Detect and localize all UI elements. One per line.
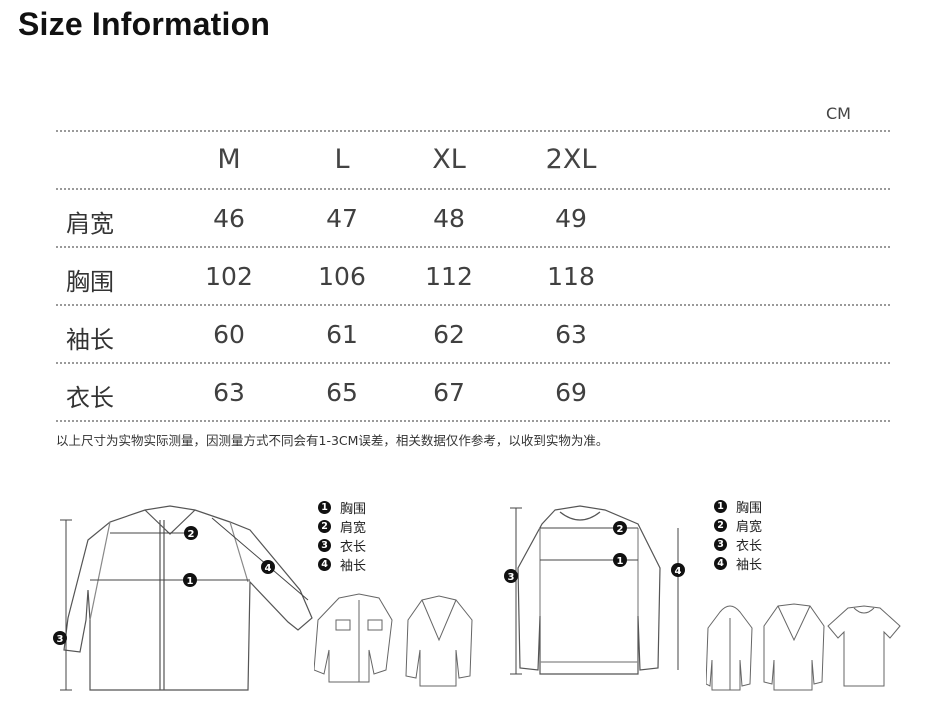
legend-item: 4 袖长 xyxy=(714,554,762,573)
legend-number: 4 xyxy=(714,557,727,570)
legend-number: 3 xyxy=(714,538,727,551)
row-label: 袖长 xyxy=(66,326,114,354)
legend-left: 1 胸围 2 肩宽 3 衣长 4 袖长 xyxy=(318,498,366,574)
sweater-measurement-diagram: 2 1 3 4 xyxy=(504,505,685,675)
row-label: 衣长 xyxy=(66,384,114,412)
marker-sleeve: 4 xyxy=(675,566,682,577)
marker-shoulder: 2 xyxy=(617,524,624,535)
table-cell: 62 xyxy=(433,320,465,349)
page-title: Size Information xyxy=(18,6,271,42)
table-cell: 102 xyxy=(205,262,253,291)
shirt-outline xyxy=(63,505,313,691)
hoodie-icon xyxy=(706,605,753,691)
marker-length: 3 xyxy=(57,634,64,645)
measurement-note: 以上尺寸为实物实际测量，因测量方式不同会有1-3CM误差，相关数据仅作参考，以收… xyxy=(56,433,609,448)
unit-label: CM xyxy=(826,104,851,123)
legend-text: 衣长 xyxy=(340,540,367,555)
legend-right: 1 胸围 2 肩宽 3 衣长 4 袖长 xyxy=(714,497,762,573)
legend-number: 2 xyxy=(714,519,727,532)
legend-text: 衣长 xyxy=(736,539,763,554)
blazer-icon xyxy=(405,595,473,687)
shirt-measurement-diagram: 2 1 3 4 xyxy=(53,505,313,691)
legend-item: 2 肩宽 xyxy=(318,517,366,536)
table-cell: 60 xyxy=(213,320,245,349)
table-row: 袖长 60 61 62 63 xyxy=(56,304,890,362)
denim-jacket-icon xyxy=(314,593,393,683)
marker-length: 3 xyxy=(508,572,515,583)
table-header-row: M L XL 2XL xyxy=(56,130,890,188)
table-row: 胸围 102 106 112 118 xyxy=(56,246,890,304)
marker-badges: 2 1 3 4 xyxy=(504,521,685,583)
table-cell: 47 xyxy=(326,204,358,233)
table-cell: 67 xyxy=(433,378,465,407)
tshirt-icon xyxy=(827,605,901,687)
legend-text: 胸围 xyxy=(736,501,763,516)
sweater-outline xyxy=(517,505,661,675)
table-cell: 106 xyxy=(318,262,366,291)
legend-item: 3 衣长 xyxy=(714,535,762,554)
header-cell-2xl: 2XL xyxy=(545,144,597,175)
table-cell: 118 xyxy=(547,262,595,291)
legend-text: 肩宽 xyxy=(340,521,367,536)
table-cell: 61 xyxy=(326,320,358,349)
table-cell: 63 xyxy=(213,378,245,407)
jacket-thumbnails xyxy=(314,593,473,687)
legend-item: 1 胸围 xyxy=(318,498,366,517)
legend-number: 1 xyxy=(318,501,331,514)
legend-number: 1 xyxy=(714,500,727,513)
legend-text: 肩宽 xyxy=(736,520,763,535)
legend-number: 2 xyxy=(318,520,331,533)
header-cell-l: L xyxy=(334,144,350,175)
row-label: 胸围 xyxy=(66,268,114,296)
header-cell-xl: XL xyxy=(432,144,466,175)
legend-text: 胸围 xyxy=(340,502,367,517)
legend-number: 3 xyxy=(318,539,331,552)
table-cell: 48 xyxy=(433,204,465,233)
table-row: 肩宽 46 47 48 49 xyxy=(56,188,890,246)
cardigan-icon xyxy=(763,603,825,691)
legend-text: 袖长 xyxy=(340,559,367,574)
row-label: 肩宽 xyxy=(66,210,114,238)
legend-item: 3 衣长 xyxy=(318,536,366,555)
legend-text: 袖长 xyxy=(736,558,763,573)
legend-number: 4 xyxy=(318,558,331,571)
legend-item: 2 肩宽 xyxy=(714,516,762,535)
top-thumbnails xyxy=(706,603,901,691)
size-table: M L XL 2XL 肩宽 46 47 48 49 胸围 102 106 112… xyxy=(56,130,890,422)
table-row: 衣长 63 65 67 69 xyxy=(56,362,890,422)
table-cell: 112 xyxy=(425,262,473,291)
table-cell: 69 xyxy=(555,378,587,407)
table-cell: 65 xyxy=(326,378,358,407)
table-cell: 49 xyxy=(555,204,587,233)
table-cell: 46 xyxy=(213,204,245,233)
marker-sleeve: 4 xyxy=(265,563,272,574)
marker-badges: 2 1 3 4 xyxy=(53,526,275,645)
legend-item: 4 袖长 xyxy=(318,555,366,574)
legend-item: 1 胸围 xyxy=(714,497,762,516)
table-cell: 63 xyxy=(555,320,587,349)
marker-chest: 2 xyxy=(188,529,195,540)
marker-shoulder: 1 xyxy=(187,576,194,587)
marker-chest: 1 xyxy=(617,556,624,567)
header-cell-m: M xyxy=(217,144,241,175)
